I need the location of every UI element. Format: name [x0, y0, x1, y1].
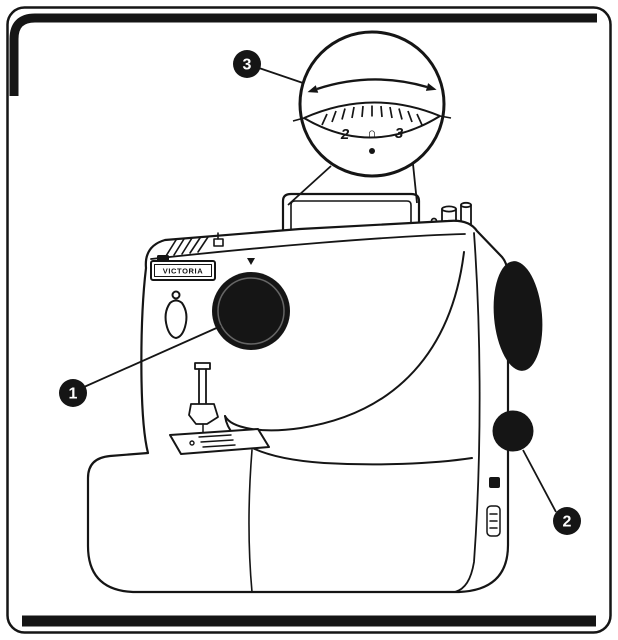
- dial-detail-magnifier: 2 ∩ 3: [292, 30, 452, 178]
- feed-dog-slots: [198, 434, 236, 448]
- selector-mark: [247, 258, 255, 265]
- callout-dial-detail: 3: [233, 50, 304, 84]
- brand-text: VICTORIA: [163, 267, 204, 276]
- badge-frame-outer: [150, 260, 216, 281]
- indicator-dot: [369, 148, 375, 154]
- thread-holder: [164, 290, 188, 339]
- callout-3-number: 3: [243, 57, 252, 74]
- presser-foot-assembly: [188, 362, 219, 434]
- pattern-selector-knob: [212, 272, 290, 350]
- dial-scale-window: [292, 101, 452, 139]
- dial-value-right: 3: [395, 125, 404, 142]
- frame-outline: [6, 6, 612, 634]
- sewing-machine-illustration: VICTORIA: [86, 192, 510, 594]
- dial-symbol: ∩: [367, 125, 376, 140]
- side-vent: [486, 505, 501, 537]
- side-face-edge: [454, 232, 481, 593]
- dial-scale-ticks: [321, 105, 423, 126]
- vent-lines: [165, 236, 209, 257]
- base-seam: [248, 449, 253, 593]
- callout-1-marker: [59, 379, 87, 407]
- magnifier-leader-right: [412, 163, 418, 204]
- side-knob: [492, 410, 534, 452]
- arm-top-front-edge: [150, 233, 466, 260]
- arrowhead-right: [425, 83, 437, 91]
- arrowhead-left: [307, 85, 319, 93]
- window-flares: [292, 115, 452, 122]
- callout-1-leader: [83, 325, 222, 388]
- callout-2-leader: [522, 449, 557, 513]
- callout-2-number: 2: [563, 514, 572, 531]
- dial-value-left: 2: [340, 126, 350, 143]
- carry-handle: [281, 192, 421, 235]
- handwheel: [493, 261, 543, 371]
- rotation-arrow: [307, 78, 437, 93]
- power-inlet: [489, 477, 500, 488]
- brand-badge: VICTORIA: [150, 255, 216, 281]
- frame-top-bar: [9, 13, 597, 96]
- front-panel-curve-upper: [224, 251, 465, 432]
- needle-hole: [189, 440, 195, 446]
- thread-guide: [213, 232, 224, 247]
- callout-3-leader: [258, 67, 304, 84]
- callout-3-marker: [233, 50, 261, 78]
- magnifier-leader-left: [287, 165, 332, 206]
- callout-side-knob: 2: [522, 449, 581, 535]
- badge-frame-inner: [154, 264, 212, 277]
- magnifier-lens: [298, 30, 446, 178]
- needle-plate: [169, 428, 270, 455]
- machine-body: [86, 219, 510, 594]
- callout-1-number: 1: [69, 386, 78, 403]
- callout-front-knob: 1: [59, 325, 222, 407]
- callout-2-marker: [553, 507, 581, 535]
- knob-groove-ring: [217, 277, 285, 345]
- page-frame: [6, 6, 612, 634]
